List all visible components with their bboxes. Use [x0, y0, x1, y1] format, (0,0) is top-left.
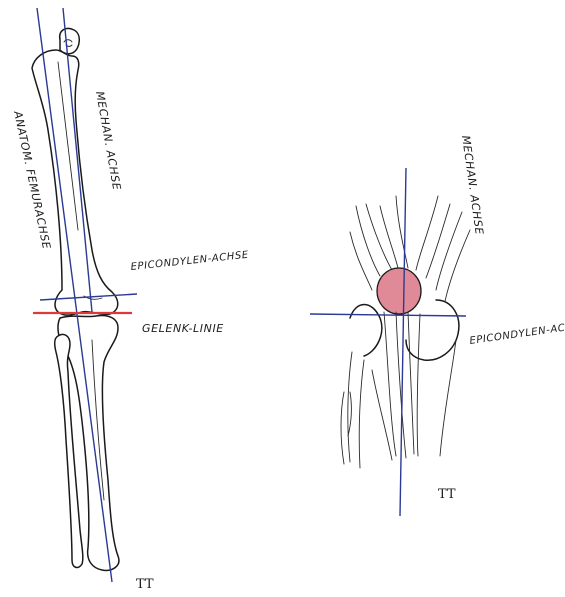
femoral-head	[60, 28, 80, 53]
label-epicondylar-axis-right: EPICONDYLEN-ACHSE	[469, 320, 565, 347]
left-figure: ANATOM. FEMURACHSE MECHAN. ACHSE EPICOND…	[11, 8, 250, 592]
label-epicondylar-axis-left-text: EPICONDYLEN-ACHSE	[130, 250, 249, 273]
label-anatomical-femur-axis: ANATOM. FEMURACHSE	[11, 109, 53, 251]
label-epicondylar-axis-right-text: EPICONDYLEN-ACHSE	[469, 320, 565, 347]
signature-right: TT	[438, 487, 456, 502]
label-mechanical-axis-left: MECHAN. ACHSE	[93, 90, 123, 191]
fibula-head-right	[341, 392, 351, 464]
signature-left: TT	[136, 577, 154, 592]
label-mechanical-axis-right: MECHAN. ACHSE	[459, 135, 486, 236]
patella	[377, 268, 421, 314]
label-joint-line: GELENK-LINIE	[142, 322, 224, 335]
label-epicondylar-axis-left: EPICONDYLEN-ACHSE	[130, 250, 249, 273]
mechanical-axis-line-right	[400, 168, 406, 516]
right-figure: MECHAN. ACHSE EPICONDYLEN-ACHSE TT	[310, 135, 565, 516]
